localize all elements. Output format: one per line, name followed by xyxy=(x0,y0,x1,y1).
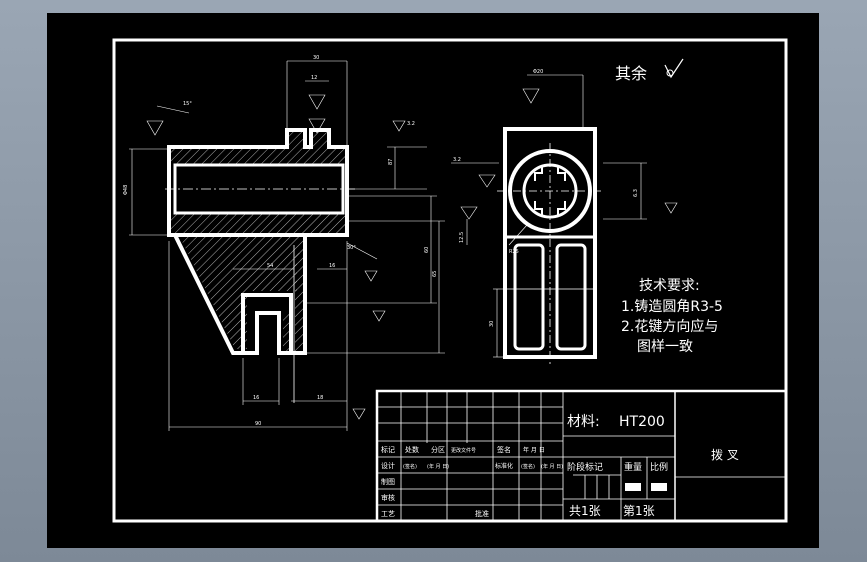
surface-roughness-note: 其余 xyxy=(615,64,647,83)
roughness-3: 3.2 xyxy=(453,157,461,163)
stage-label: 阶段标记 xyxy=(567,461,603,473)
dim-side-height: 30 xyxy=(489,321,495,327)
weight-value-box xyxy=(625,483,641,491)
scale-value-box xyxy=(651,483,667,491)
dim-width-16: 16 xyxy=(329,263,335,269)
roughness-1: 3.2 xyxy=(407,121,415,127)
tb-approve: 批准 xyxy=(475,509,489,518)
roughness-2: 6.3 xyxy=(633,189,639,197)
dim-angle-left: 15° xyxy=(183,101,192,107)
dim-height-60: 60 xyxy=(424,247,430,253)
tb-sign: 签名 xyxy=(497,445,511,454)
tech-req-1: 1.铸造圆角R3-5 xyxy=(621,299,723,315)
title-block: 材料: HT200 拨 叉 标记 处数 分区 更改文件号 签名 年 月 日 设计… xyxy=(375,389,788,523)
dim-left-diameter: Φ48 xyxy=(123,185,129,195)
tb-design-sign: (签名) xyxy=(403,463,417,470)
tech-req-3: 图样一致 xyxy=(637,339,693,355)
dim-height-65: 65 xyxy=(432,271,438,277)
tech-requirements-title: 技术要求: xyxy=(639,278,700,294)
tb-count: 处数 xyxy=(405,445,419,454)
tb-drawing: 制图 xyxy=(381,477,395,486)
dim-right-dia: Φ20 xyxy=(533,69,543,75)
tb-mark: 标记 xyxy=(381,445,395,454)
weight-label: 重量 xyxy=(624,461,642,473)
dim-right-height: 87 xyxy=(388,159,394,165)
dim-slot-width: 12 xyxy=(311,75,317,81)
tb-review: 审核 xyxy=(381,493,395,502)
tb-design-date: (年 月 日) xyxy=(427,463,449,470)
material-label: 材料: xyxy=(567,414,600,430)
sheet-current: 第1张 xyxy=(623,504,655,518)
sheet-total: 共1张 xyxy=(569,504,601,518)
tb-standard-sign: (签名) xyxy=(521,463,535,470)
dim-total-width: 90 xyxy=(255,421,261,427)
tech-req-2: 2.花键方向应与 xyxy=(621,318,718,335)
tb-date: 年 月 日 xyxy=(523,446,545,454)
dim-width-54: 54 xyxy=(267,263,273,269)
tb-change-doc: 更改文件号 xyxy=(451,447,476,454)
dim-angle-mid: 30° xyxy=(347,245,356,251)
material-value: HT200 xyxy=(619,414,665,430)
dim-bottom: 18 xyxy=(317,395,323,401)
dim-top-width: 30 xyxy=(313,55,319,61)
tb-design: 设计 xyxy=(381,461,395,470)
dim-r25: R25 xyxy=(509,249,519,255)
part-name: 拨 叉 xyxy=(711,448,739,462)
tb-zone: 分区 xyxy=(431,445,445,454)
dim-slot-bottom: 16 xyxy=(253,395,259,401)
roughness-circle-icon xyxy=(666,69,674,77)
roughness-symbol-icon xyxy=(664,58,684,79)
scale-label: 比例 xyxy=(650,461,668,473)
main-section-view[interactable]: 30 12 Φ48 15° 87 3.2 60 65 54 16 30° xyxy=(123,55,445,431)
tb-process: 工艺 xyxy=(381,510,395,518)
cad-drawing-viewport[interactable]: 30 12 Φ48 15° 87 3.2 60 65 54 16 30° xyxy=(47,13,819,548)
tb-standard-date: (年 月 日) xyxy=(541,463,563,470)
tb-standard: 标准化 xyxy=(495,462,513,470)
roughness-4: 12.5 xyxy=(459,232,465,243)
side-view[interactable]: Φ20 6.3 3.2 12.5 30 R25 xyxy=(451,69,678,365)
